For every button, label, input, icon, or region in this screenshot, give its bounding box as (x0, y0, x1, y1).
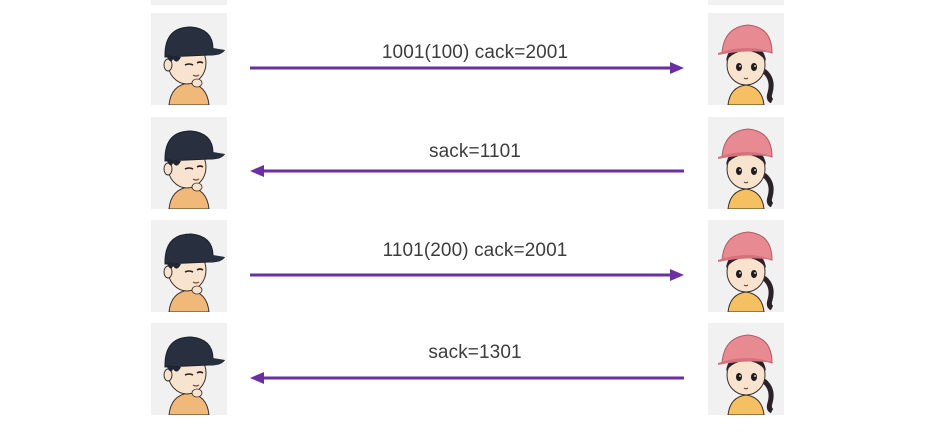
boy-avatar-partial (151, 0, 227, 5)
message-label: sack=1101 (429, 141, 521, 162)
arrow-right (250, 61, 684, 75)
girl-cap-icon (708, 220, 784, 312)
boy-cap-icon (151, 220, 227, 312)
girl-cap-icon (708, 323, 784, 415)
boy-cap-icon (151, 323, 227, 415)
girl-cap-icon (708, 13, 784, 105)
boy-cap-icon (151, 13, 227, 105)
arrow-left (250, 164, 684, 178)
message-label: sack=1301 (428, 342, 522, 363)
girl-cap-icon (708, 117, 784, 209)
arrow-right (250, 268, 684, 282)
girl-avatar-partial (708, 0, 784, 5)
arrow-left (250, 371, 684, 385)
message-label: 1001(100) cack=2001 (381, 42, 569, 63)
boy-cap-icon (151, 117, 227, 209)
message-label: 1101(200) cack=2001 (382, 240, 568, 261)
